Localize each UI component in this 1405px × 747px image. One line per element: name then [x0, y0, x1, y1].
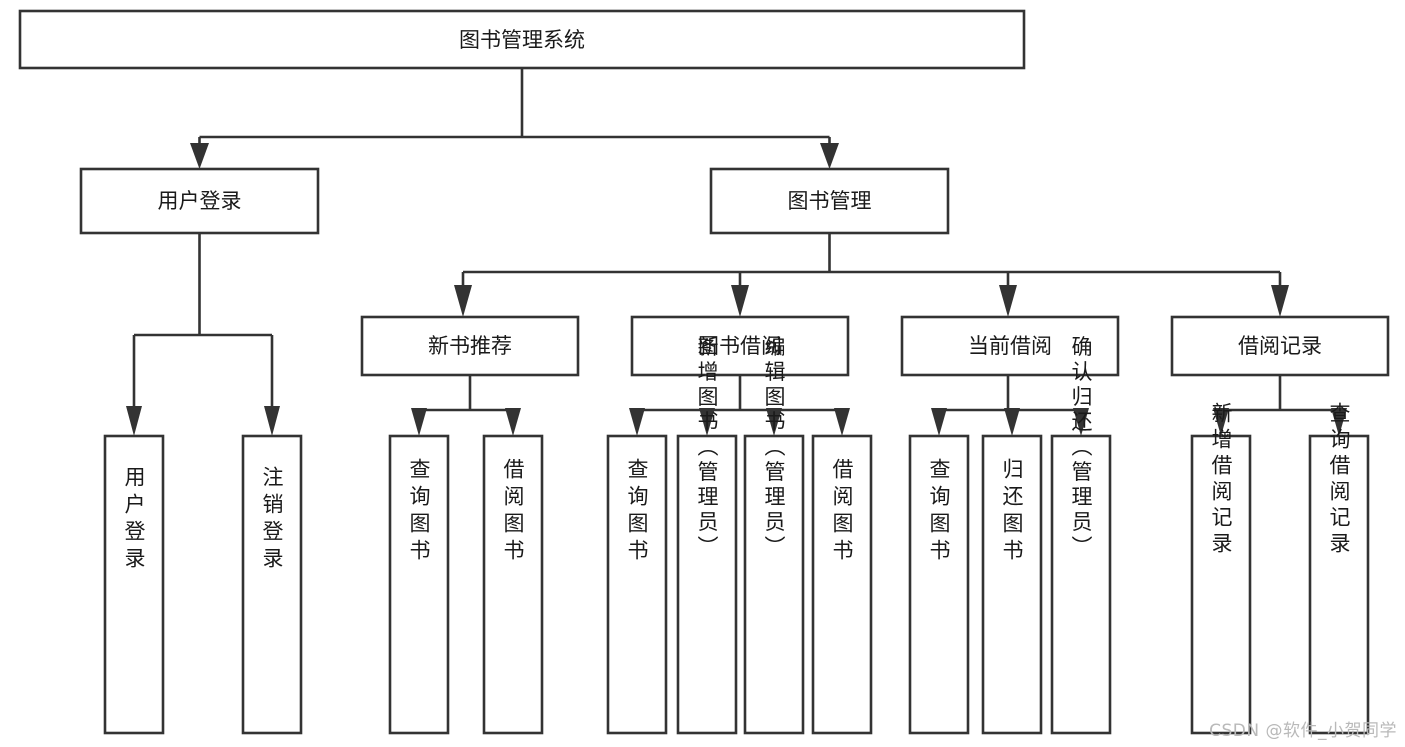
leaf-user-login-label: 用户登录	[122, 466, 146, 574]
leaf-query-record-label: 查询借阅记录	[1327, 402, 1351, 558]
node-borrow-record-box[interactable]	[1170, 315, 1390, 377]
arrow-nb-to-leaf1	[411, 408, 427, 436]
leaf-query-record-box[interactable]	[1308, 434, 1370, 735]
leaf-logout-box[interactable]	[241, 434, 303, 735]
node-current-borrow[interactable]: 当前借阅	[900, 315, 1120, 377]
edge-layer	[126, 68, 1347, 436]
watermark-label: CSDN @软件_小贺同学	[1209, 721, 1397, 741]
arrow-bb-to-leaf4	[834, 408, 850, 436]
arrow-bm-to-newbook	[454, 285, 472, 317]
arrow-bb-to-leaf1	[629, 408, 645, 436]
arrow-br-to-leaf1	[1213, 408, 1229, 436]
node-book-borrow-label: 图书借阅	[698, 334, 782, 358]
node-borrow-record-label: 借阅记录	[1238, 334, 1322, 358]
arrow-bb-to-leaf2	[699, 408, 715, 436]
leaf-borrow-book-1-box[interactable]	[482, 434, 544, 735]
node-borrow-record[interactable]: 借阅记录	[1170, 315, 1390, 377]
arrow-br-to-leaf2	[1331, 408, 1347, 436]
node-user-login[interactable]: 用户登录	[79, 167, 320, 235]
leaf-borrow-book-2-box[interactable]	[811, 434, 873, 735]
arrow-root-to-book-manage	[820, 143, 839, 169]
leaf-edit-book-box[interactable]	[743, 434, 805, 735]
node-new-book-rec-box[interactable]	[360, 315, 580, 377]
leaf-borrow-book-1-label: 借阅图书	[501, 458, 525, 566]
leaf-box-layer	[103, 434, 1370, 735]
leaf-add-book-box[interactable]	[676, 434, 738, 735]
arrow-ul-to-leaf2	[264, 406, 280, 436]
node-user-login-box[interactable]	[79, 167, 320, 235]
arrow-bm-to-bookborrow	[731, 285, 749, 317]
leaf-query-book-3-box[interactable]	[908, 434, 970, 735]
leaf-edit-book-label: 编辑图书（管理员）	[762, 336, 786, 561]
leaf-query-book-1-box[interactable]	[388, 434, 450, 735]
node-root[interactable]: 图书管理系统	[18, 9, 1026, 70]
leaf-add-record-label: 新增借阅记录	[1209, 402, 1233, 558]
leaf-query-book-2-label: 查询图书	[625, 458, 649, 566]
node-root-box[interactable]	[18, 9, 1026, 70]
arrow-bm-to-currentborrow	[999, 285, 1017, 317]
arrow-root-to-user-login	[190, 143, 209, 169]
leaf-user-login-box[interactable]	[103, 434, 165, 735]
leaf-query-book-2-box[interactable]	[606, 434, 668, 735]
arrow-bb-to-leaf3	[766, 408, 782, 436]
node-book-borrow-box[interactable]	[630, 315, 850, 377]
leaf-confirm-return-box[interactable]	[1050, 434, 1112, 735]
leaf-add-record-box[interactable]	[1190, 434, 1252, 735]
leaf-query-book-3-label: 查询图书	[927, 458, 951, 566]
node-new-book-rec[interactable]: 新书推荐	[360, 315, 580, 377]
leaf-borrow-book-2-label: 借阅图书	[830, 458, 854, 566]
node-current-borrow-label: 当前借阅	[968, 334, 1052, 358]
node-book-manage[interactable]: 图书管理	[709, 167, 950, 235]
arrow-cb-to-leaf1	[931, 408, 947, 436]
arrow-ul-to-leaf1	[126, 406, 142, 436]
leaf-query-book-1-label: 查询图书	[407, 458, 431, 566]
arrow-nb-to-leaf2	[505, 408, 521, 436]
node-book-borrow[interactable]: 图书借阅	[630, 315, 850, 377]
leaf-return-book-label: 归还图书	[1000, 458, 1024, 566]
arrow-cb-to-leaf3	[1073, 408, 1089, 436]
node-book-manage-box[interactable]	[709, 167, 950, 235]
node-new-book-rec-label: 新书推荐	[428, 334, 512, 358]
leaf-label-layer: 用户登录 注销登录 查询图书 借阅图书 查询图书 新增图书（管理员） 编辑图书（…	[122, 336, 1351, 575]
leaf-add-book-label: 新增图书（管理员）	[695, 336, 719, 561]
leaf-return-book-box[interactable]	[981, 434, 1043, 735]
arrow-bm-to-borrowrecord	[1271, 285, 1289, 317]
node-current-borrow-box[interactable]	[900, 315, 1120, 377]
node-root-label: 图书管理系统	[459, 28, 585, 52]
node-user-login-label: 用户登录	[158, 189, 242, 213]
arrow-cb-to-leaf2	[1004, 408, 1020, 436]
leaf-logout-label: 注销登录	[260, 466, 284, 574]
leaf-confirm-return-label: 确认归还（管理员）	[1069, 336, 1093, 561]
node-book-manage-label: 图书管理	[788, 189, 872, 213]
